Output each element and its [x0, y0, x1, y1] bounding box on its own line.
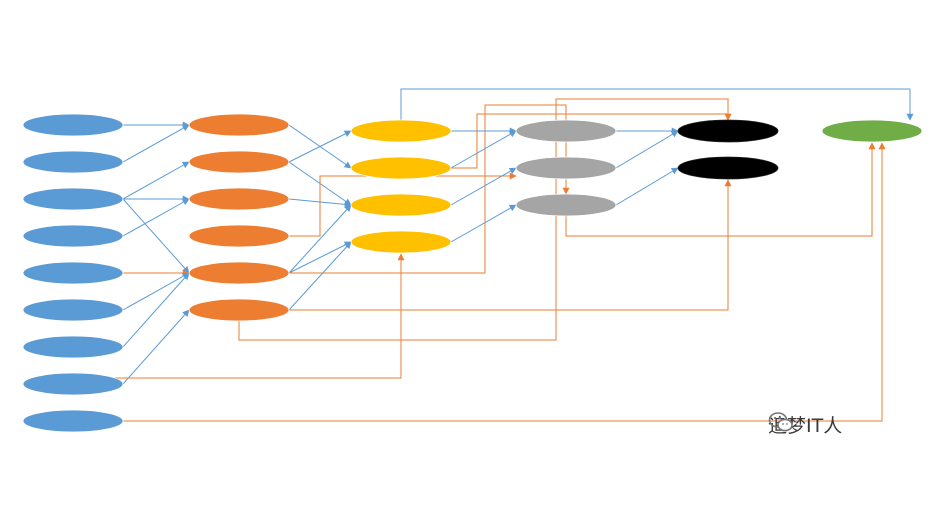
edge-gr2-to-k1: [615, 167, 679, 206]
edge-o4-to-y3: [288, 241, 352, 274]
edge-b3-to-o2: [122, 198, 190, 237]
node-gray-1: [515, 119, 617, 143]
node-black-1: [677, 119, 779, 143]
edge-o5-to-y3: [288, 241, 352, 311]
edge-o4-to-y2: [288, 204, 352, 274]
edge-gr2-to-g0: [565, 142, 876, 237]
node-yellow-3: [350, 193, 452, 217]
node-orange-6: [188, 298, 290, 322]
node-orange-3: [188, 187, 290, 211]
node-yellow-4: [350, 230, 452, 254]
edge-b7-to-o5: [122, 309, 190, 385]
node-blue-1: [22, 113, 124, 137]
edges-layer: [72, 88, 914, 422]
node-blue-7: [22, 335, 124, 359]
edge-b8-to-g0: [123, 142, 886, 422]
node-orange-4: [188, 224, 290, 248]
edge-o5-to-k1: [289, 179, 732, 311]
node-gray-3: [515, 193, 617, 217]
wechat-bubble-icon: [768, 412, 793, 432]
node-yellow-2: [350, 156, 452, 180]
edge-b5-to-o4: [122, 272, 190, 311]
edge-o1-to-y0: [288, 130, 352, 163]
node-green-1: [821, 119, 923, 143]
edge-b6-to-o4: [122, 272, 190, 348]
node-blue-9: [22, 409, 124, 433]
node-yellow-1: [350, 119, 452, 143]
node-blue-5: [22, 261, 124, 285]
edge-y2-to-gr1: [450, 167, 517, 206]
node-blue-3: [22, 187, 124, 211]
edge-y1-to-gr0: [450, 130, 517, 169]
edge-b1-to-o0: [122, 124, 190, 163]
node-blue-2: [22, 150, 124, 174]
node-black-2: [677, 156, 779, 180]
nodes-layer: [22, 113, 923, 433]
node-orange-2: [188, 150, 290, 174]
edge-o5-to-k0: [238, 98, 732, 341]
node-orange-5: [188, 261, 290, 285]
edge-b2-to-o1: [122, 161, 190, 200]
edge-y3-to-gr2: [450, 204, 517, 243]
node-gray-2: [515, 156, 617, 180]
edge-y1-to-k0: [451, 113, 732, 169]
node-blue-8: [22, 372, 124, 396]
edge-gr1-to-k0: [615, 130, 679, 169]
edge-b2-to-o4: [122, 198, 190, 274]
watermark: 追梦IT人: [768, 411, 842, 438]
edge-y0-to-g0: [400, 88, 914, 121]
node-orange-1: [188, 113, 290, 137]
node-blue-4: [22, 224, 124, 248]
node-blue-6: [22, 298, 124, 322]
